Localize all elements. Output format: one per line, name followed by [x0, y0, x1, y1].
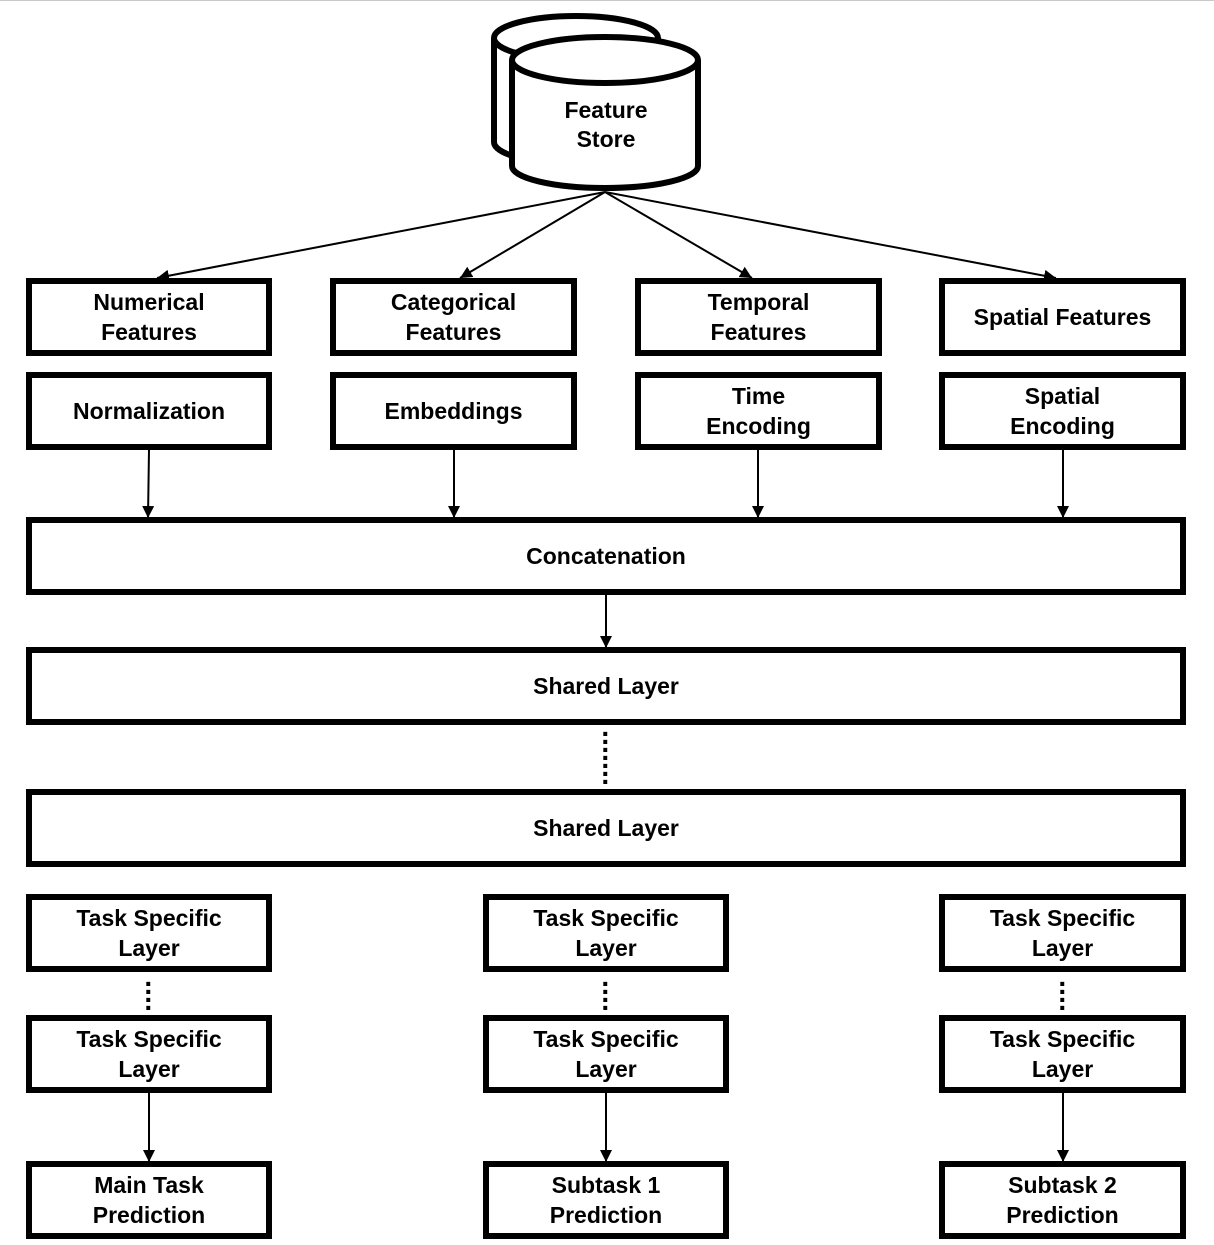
- spatial-encoding-box[interactable]: Spatial Encoding: [939, 372, 1186, 450]
- subtask2-specific-layer-top[interactable]: Task Specific Layer: [939, 894, 1186, 972]
- main-task-layer-top-label: Task Specific Layer: [76, 905, 222, 961]
- feature-store-cylinder: [491, 13, 701, 191]
- normalization-box[interactable]: Normalization: [26, 372, 272, 450]
- normalization-label: Normalization: [72, 398, 226, 424]
- numerical-features-label: Numerical Features: [93, 289, 205, 345]
- embeddings-box[interactable]: Embeddings: [330, 372, 577, 450]
- spatial-features-label: Spatial Features: [973, 304, 1152, 330]
- subtask2-prediction-box[interactable]: Subtask 2 Prediction: [939, 1161, 1186, 1239]
- encoder-to-concat-arrows: [142, 449, 1069, 519]
- subtask2-specific-layer-bottom[interactable]: Task Specific Layer: [939, 1015, 1186, 1093]
- concatenation-label: Concatenation: [526, 543, 686, 569]
- subtask2-ellipsis: ····: [1058, 968, 1068, 1023]
- spatial-encoding-label: Spatial Encoding: [1010, 383, 1115, 439]
- shared-layer-bottom-box[interactable]: Shared Layer: [26, 789, 1186, 867]
- main-task-specific-layer-bottom[interactable]: Task Specific Layer: [26, 1015, 272, 1093]
- subtask2-prediction-label: Subtask 2 Prediction: [1006, 1172, 1119, 1228]
- subtask1-prediction-box[interactable]: Subtask 1 Prediction: [483, 1161, 729, 1239]
- spatial-features-box[interactable]: Spatial Features: [939, 278, 1186, 356]
- temporal-features-box[interactable]: Temporal Features: [635, 278, 882, 356]
- temporal-features-label: Temporal Features: [707, 289, 810, 345]
- main-task-layer-bottom-label: Task Specific Layer: [76, 1026, 222, 1082]
- subtask2-layer-top-label: Task Specific Layer: [989, 905, 1136, 961]
- subtask1-ellipsis: ····: [601, 968, 611, 1023]
- main-task-prediction-box[interactable]: Main Task Prediction: [26, 1161, 272, 1239]
- main-task-specific-layer-top[interactable]: Task Specific Layer: [26, 894, 272, 972]
- categorical-features-label: Categorical Features: [390, 289, 517, 345]
- categorical-features-box[interactable]: Categorical Features: [330, 278, 577, 356]
- task-to-prediction-arrows: [143, 1092, 1069, 1162]
- time-encoding-label: Time Encoding: [706, 383, 811, 439]
- store-to-feature-arrows: [156, 191, 1057, 282]
- main-task-ellipsis: ····: [144, 968, 154, 1023]
- top-border-line: [0, 0, 1214, 1]
- subtask2-layer-bottom-label: Task Specific Layer: [989, 1026, 1136, 1082]
- embeddings-label: Embeddings: [384, 398, 523, 424]
- subtask1-layer-bottom-label: Task Specific Layer: [533, 1026, 679, 1082]
- feature-store-label: Feature Store: [564, 97, 648, 152]
- main-task-prediction-label: Main Task Prediction: [92, 1172, 206, 1228]
- shared-layer-top-box[interactable]: Shared Layer: [26, 647, 1186, 725]
- shared-layer-ellipsis: ·······: [601, 718, 611, 797]
- time-encoding-box[interactable]: Time Encoding: [635, 372, 882, 450]
- subtask1-specific-layer-top[interactable]: Task Specific Layer: [483, 894, 729, 972]
- shared-layer-top-label: Shared Layer: [533, 673, 679, 699]
- numerical-features-box[interactable]: Numerical Features: [26, 278, 272, 356]
- concatenation-box[interactable]: Concatenation: [26, 517, 1186, 595]
- shared-layer-bottom-label: Shared Layer: [533, 815, 679, 841]
- subtask1-specific-layer-bottom[interactable]: Task Specific Layer: [483, 1015, 729, 1093]
- subtask1-prediction-label: Subtask 1 Prediction: [549, 1172, 663, 1228]
- subtask1-layer-top-label: Task Specific Layer: [533, 905, 679, 961]
